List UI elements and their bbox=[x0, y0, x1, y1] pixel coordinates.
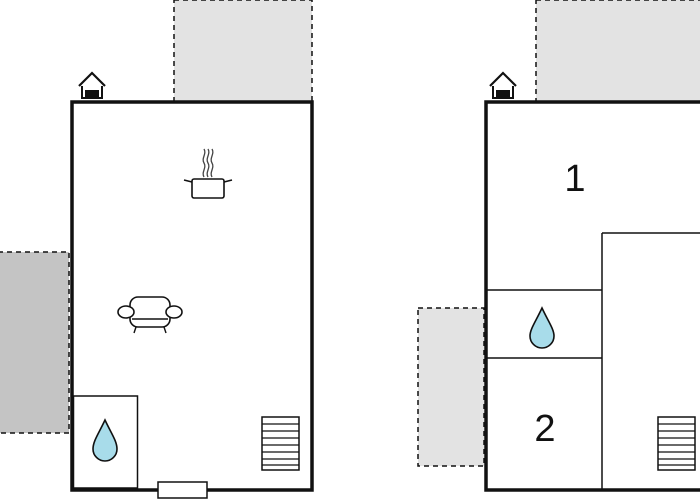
outdoor-area-top-left bbox=[173, 0, 313, 103]
kitchen-pot-icon bbox=[183, 148, 233, 199]
water-drop-icon bbox=[529, 306, 555, 349]
ground-bathroom-room bbox=[72, 395, 139, 489]
entrance-icon bbox=[489, 71, 517, 99]
door-mat-icon bbox=[157, 481, 208, 499]
room-number-1: 1 bbox=[564, 158, 585, 200]
staircase-icon bbox=[261, 416, 300, 471]
water-drop-icon bbox=[92, 418, 118, 462]
outdoor-area-top-right bbox=[535, 0, 700, 103]
staircase-icon bbox=[657, 416, 696, 471]
sofa-icon bbox=[117, 296, 183, 334]
room-number-2: 2 bbox=[534, 408, 555, 450]
upper-floor: 1 2 bbox=[484, 71, 700, 492]
outdoor-area-mid-right bbox=[417, 307, 485, 467]
ground-floor bbox=[70, 71, 314, 499]
entrance-icon bbox=[78, 71, 106, 99]
outdoor-area-left bbox=[0, 251, 70, 434]
